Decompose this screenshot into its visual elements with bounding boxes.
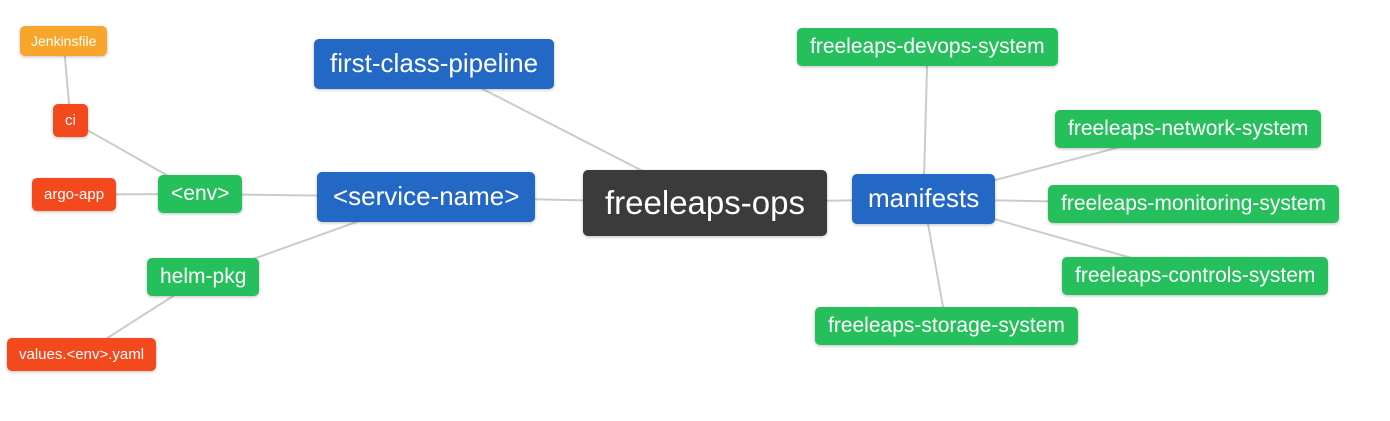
- node-values-env-yaml[interactable]: values.<env>.yaml: [7, 338, 157, 372]
- node-freeleaps-ops[interactable]: freeleaps-ops: [583, 170, 827, 236]
- node-freeleaps-monitoring-system[interactable]: freeleaps-monitoring-system: [1048, 185, 1339, 224]
- node-freeleaps-network-system[interactable]: freeleaps-network-system: [1055, 110, 1322, 149]
- node-ci[interactable]: ci: [53, 104, 88, 138]
- node-first-class-pipeline[interactable]: first-class-pipeline: [314, 39, 555, 89]
- node-freeleaps-devops-system[interactable]: freeleaps-devops-system: [797, 28, 1058, 67]
- node-manifests[interactable]: manifests: [852, 174, 996, 224]
- node-jenkinsfile[interactable]: Jenkinsfile: [20, 26, 108, 57]
- node-env[interactable]: <env>: [158, 175, 243, 214]
- node-freeleaps-storage-system[interactable]: freeleaps-storage-system: [815, 307, 1078, 346]
- node-argo-app[interactable]: argo-app: [32, 178, 117, 212]
- node-freeleaps-controls-system[interactable]: freeleaps-controls-system: [1062, 257, 1329, 296]
- node-helm-pkg[interactable]: helm-pkg: [147, 258, 260, 297]
- node-service-name[interactable]: <service-name>: [317, 172, 536, 222]
